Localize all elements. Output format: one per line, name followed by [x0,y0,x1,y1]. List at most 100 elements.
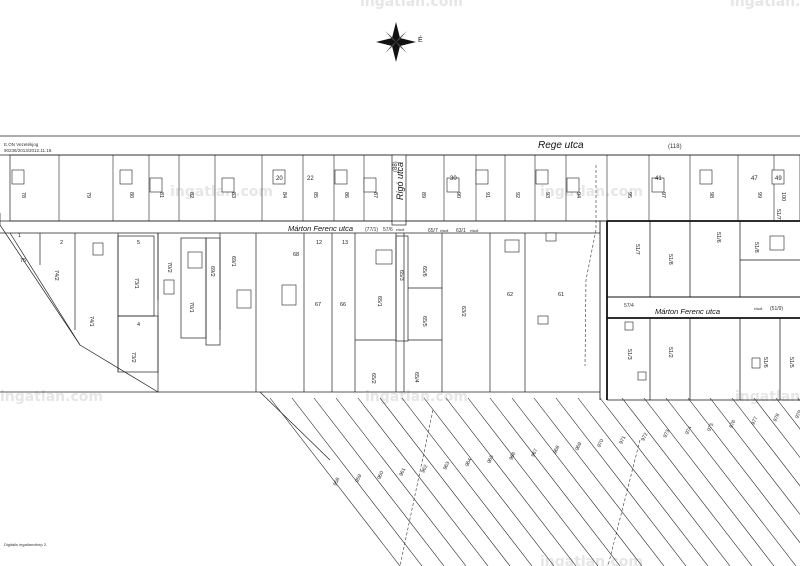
diagonal-parcel-line [753,397,800,458]
lower-buildings [92,232,785,381]
diagonal-parcel-line [335,397,467,566]
diagonal-parcel-label: 974 [684,425,693,435]
marton-upper-street-label: Márton Ferenc utca [288,224,353,233]
upper-parcel-label: 100 [780,192,786,201]
parcel-label: 61 [558,292,564,298]
marton-lower-street-number: (51/9) [770,306,783,312]
parcel-label: 51/8 [667,254,673,265]
diagonal-parcel-label: 958 [332,477,341,487]
building-outline [149,177,163,193]
marton-upper-street-number: (77/1) [365,227,378,233]
parcel-label: 73/2 [130,352,136,363]
diagonal-parcel-label: 976 [728,419,737,429]
watermark: ingatlan.com [0,389,103,405]
rege-street-label: Rege utca [538,140,584,151]
diagonal-parcel-label: 969 [574,441,583,451]
diagonal-parcel-line [709,397,800,515]
building-number: 20 [276,176,283,182]
building-outline [566,177,580,193]
parcel-label: 63/2 [460,306,466,317]
parcel-label: 13 [342,240,348,246]
strip-note: elaolt [440,229,448,233]
compass-rose-icon [376,22,416,62]
rigo-street-number: (88) [393,161,399,172]
building-outline [475,169,489,185]
upper-parcel-label: 87 [372,192,378,198]
upper-parcel-label: 84 [281,192,287,198]
parcel-label: 65/1 [376,296,382,307]
diagonal-parcel-label: 960 [376,470,385,480]
strip-note: elaolt [396,228,404,232]
diagonal-parcel-line [775,397,800,430]
upper-parcel-label: 94 [575,192,581,198]
diagonal-parcel-line [401,397,533,566]
lower-block-lines [0,213,600,461]
footer-note: Digitális ingatlanvtkép 2. [4,542,47,547]
upper-parcel-label: 98 [708,192,714,198]
diagonal-parcel-label: 971 [618,435,627,445]
diagonal-parcel-line [731,397,800,487]
rigo-road [391,154,407,226]
north-label: É [418,35,423,44]
parcel-label: 69/1 [230,256,236,267]
parcel-label: 51/6 [762,357,768,368]
strip-label: 57/4 [624,303,634,309]
diagonal-parcel-line [643,397,775,566]
upper-parcel-label: 97 [660,192,666,198]
building-outline [363,177,377,193]
rigo-street-label: Rigó utca [395,162,405,200]
diagonal-parcel-line [621,397,753,566]
parcel-label: 51/2 [667,347,673,358]
diagonal-parcel-line [511,397,643,566]
watermark: ingatlan.com [540,554,643,566]
upper-parcel-label: 78 [20,192,26,198]
building-number: 22 [307,176,314,182]
diagonal-parcel-label: 973 [662,429,671,439]
building-outline [221,177,235,193]
parcel-label: 65/5 [421,316,427,327]
strip-note: elaolt [754,307,762,311]
diagonal-parcel-label: 968 [552,445,561,455]
parcel-label: 51/3 [626,349,632,360]
upper-parcel-label: 83 [230,192,236,198]
upper-parcel-label: 81 [158,192,164,198]
building-outline [11,169,25,185]
diagonal-parcel-label: 979 [794,409,800,419]
building-number: 47 [751,176,758,182]
parcel-label: 51/7 [775,209,781,220]
upper-parcel-label: 95 [626,192,632,198]
strip-label: 65/7 [428,228,438,234]
parcel-label: 74/2 [53,270,59,281]
diagonal-parcel-line [379,397,511,566]
strip-note: elaolt [470,229,478,233]
diagonal-parcel-lines [269,397,800,566]
parcel-label: 2 [60,240,63,246]
building-number: 41 [655,176,662,182]
diagonal-parcel-label: 975 [706,422,715,432]
parcel-label: 4 [137,322,140,328]
upper-parcel-label: 86 [343,192,349,198]
parcel-label: 51/7 [634,244,640,255]
parcel-label: 70/1 [188,302,194,313]
eon-note-line1: E.ON Vezetékjog [4,142,39,147]
diagonal-parcel-line [445,397,577,566]
strip-label: 63/1 [456,228,466,234]
diagonal-parcel-line [357,397,489,566]
upper-parcel-label: 82 [188,192,194,198]
building-outline [272,169,286,185]
diagonal-parcel-label: 966 [508,451,517,461]
building-outline [119,169,133,185]
building-outline [651,177,665,193]
parcel-label: 66 [340,302,346,308]
diagonal-parcel-line [269,397,401,566]
diagonal-parcel-line [467,397,599,566]
watermark: ingatlan.com [360,0,463,10]
diagonal-parcel-line [291,397,423,566]
diagonal-parcel-label: 977 [750,416,759,426]
diagonal-parcel-label: 978 [772,413,781,423]
parcel-label: 65/2 [370,373,376,384]
diagonal-parcel-line [313,397,445,566]
